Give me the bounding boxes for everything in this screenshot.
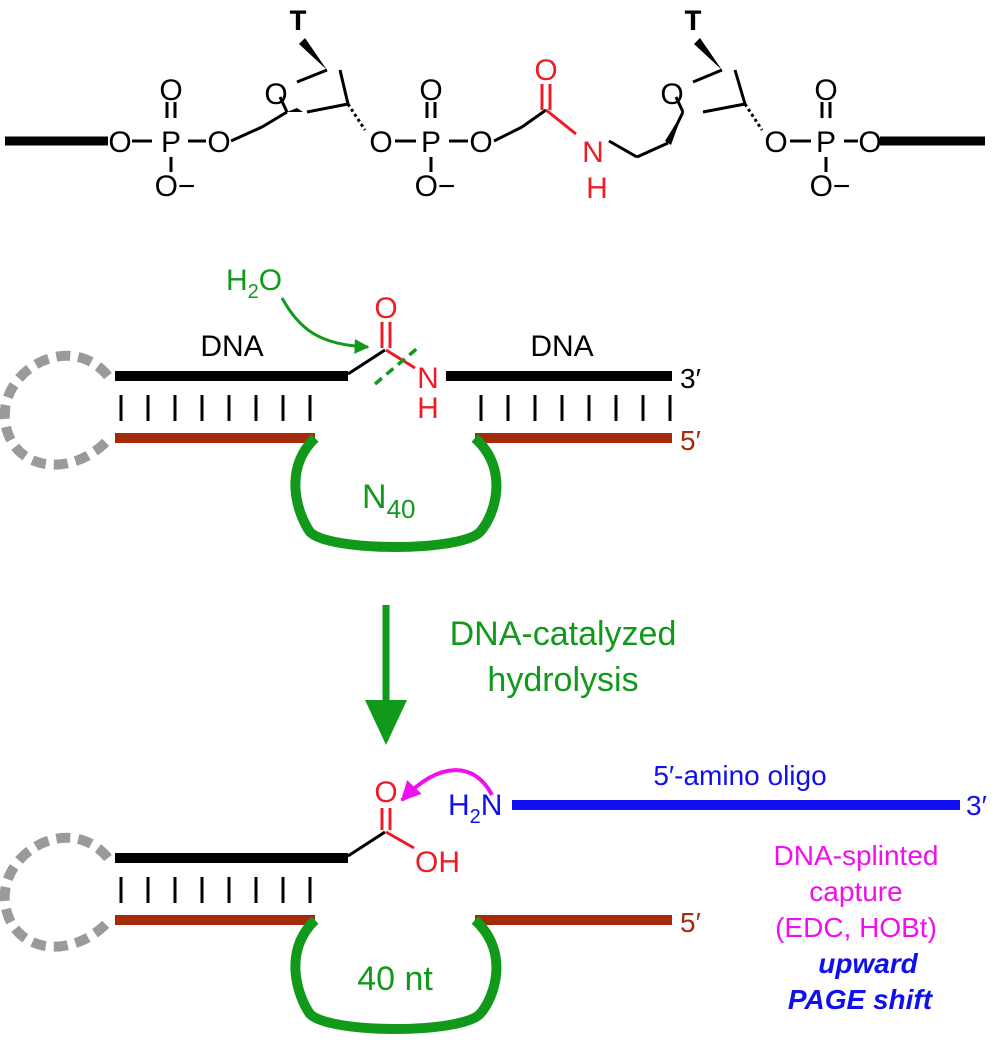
scheme-product-capture: O OH H2N 5′-amino oligo 3′ 5′ 40 nt DNA-… [0, 760, 987, 1034]
shift-label-line-2: PAGE shift [788, 984, 934, 1015]
backbone-structure: O P O O− O T O O P O O− O [5, 6, 985, 205]
dna-label-left: DNA [200, 330, 263, 363]
phosphate-group-2 [395, 102, 523, 172]
amide-o-middle: O [374, 292, 397, 325]
atom-ominus-3: O− [810, 170, 851, 203]
atom-o-7: O [764, 126, 787, 159]
atom-o-2: O [159, 74, 182, 107]
atom-o-9: O [858, 126, 881, 159]
amide-n-top: N [582, 136, 604, 169]
water-attack-arrow [280, 297, 370, 354]
substrate-link-bond [347, 348, 386, 376]
amine-attack-arrow [400, 768, 494, 802]
product-link-bond [347, 830, 386, 858]
deoxyribose-ring-1 [261, 68, 367, 131]
five-prime-label-top: 5′ [680, 425, 701, 456]
atom-p-2: P [421, 126, 441, 159]
arrow-label-line-1: DNA-catalyzed [450, 615, 677, 653]
hairpin-loop-dashed-product [0, 832, 112, 952]
phosphate-group-1 [132, 102, 263, 172]
scheme-substrate-complex: H2O O N H DNA DNA 3′ [0, 264, 701, 552]
atom-o-1: O [108, 126, 131, 159]
atom-p-1: P [161, 126, 181, 159]
capture-label-line-3: (EDC, HOBt) [775, 912, 937, 943]
wedge-bond-1 [299, 38, 327, 70]
arrow-label-line-2: hydrolysis [487, 661, 638, 699]
catalytic-loop-40nt [290, 916, 502, 1034]
atom-o-4: O [369, 126, 392, 159]
atom-ominus-1: O− [155, 170, 196, 203]
catalytic-loop-n40 [290, 434, 502, 552]
five-prime-label-bottom: 5′ [680, 907, 701, 938]
carboxylate-bonds [380, 808, 415, 850]
base-pairs-right [479, 395, 672, 421]
loop-label-40nt: 40 nt [357, 960, 433, 998]
loop-label-n40: N40 [362, 478, 415, 524]
atom-o-6: O [469, 126, 492, 159]
amide-bonds-red [540, 84, 577, 136]
dna-label-right: DNA [530, 330, 593, 363]
atom-p-3: P [816, 126, 836, 159]
atom-ring-o-1: O [264, 78, 287, 111]
three-prime-label-top: 3′ [680, 363, 701, 394]
deoxyribose-ring-2 [636, 68, 764, 159]
base-label-2: T [684, 6, 702, 40]
amide-n-bond [608, 139, 638, 159]
wedge-bond-2 [694, 38, 722, 70]
acid-o: O [374, 776, 397, 809]
phosphate-group-3 [790, 102, 858, 172]
atom-ring-o-2: O [660, 78, 683, 111]
amino-oligo-label: 5′-amino oligo [653, 760, 826, 791]
amide-h-top: H [586, 172, 608, 205]
shift-label-line-1: upward [818, 948, 918, 979]
atom-o-3: O [207, 126, 230, 159]
capture-label-line-1: DNA-splinted [774, 840, 939, 871]
atom-o-8: O [814, 74, 837, 107]
water-label: H2O [226, 264, 282, 303]
amide-linkage [521, 108, 547, 129]
capture-label-line-2: capture [809, 876, 902, 907]
base-pairs-product [119, 877, 312, 903]
atom-ominus-2: O− [415, 170, 456, 203]
acid-oh: OH [415, 846, 460, 879]
atom-o-5: O [419, 74, 442, 107]
amide-n-middle: N [417, 362, 439, 395]
three-prime-label-oligo: 3′ [966, 790, 987, 821]
wedge-bond-3 [665, 112, 683, 145]
cleavage-mark [373, 344, 422, 386]
base-pairs-left [119, 395, 312, 421]
base-label-1: T [289, 6, 307, 40]
amide-bond-red-2 [380, 322, 416, 370]
hairpin-loop-dashed [0, 350, 112, 470]
reaction-arrow: DNA-catalyzed hydrolysis [365, 605, 676, 745]
amide-h-middle: H [417, 392, 439, 425]
amine-label: H2N [448, 789, 502, 828]
amide-o-top: O [534, 54, 557, 87]
